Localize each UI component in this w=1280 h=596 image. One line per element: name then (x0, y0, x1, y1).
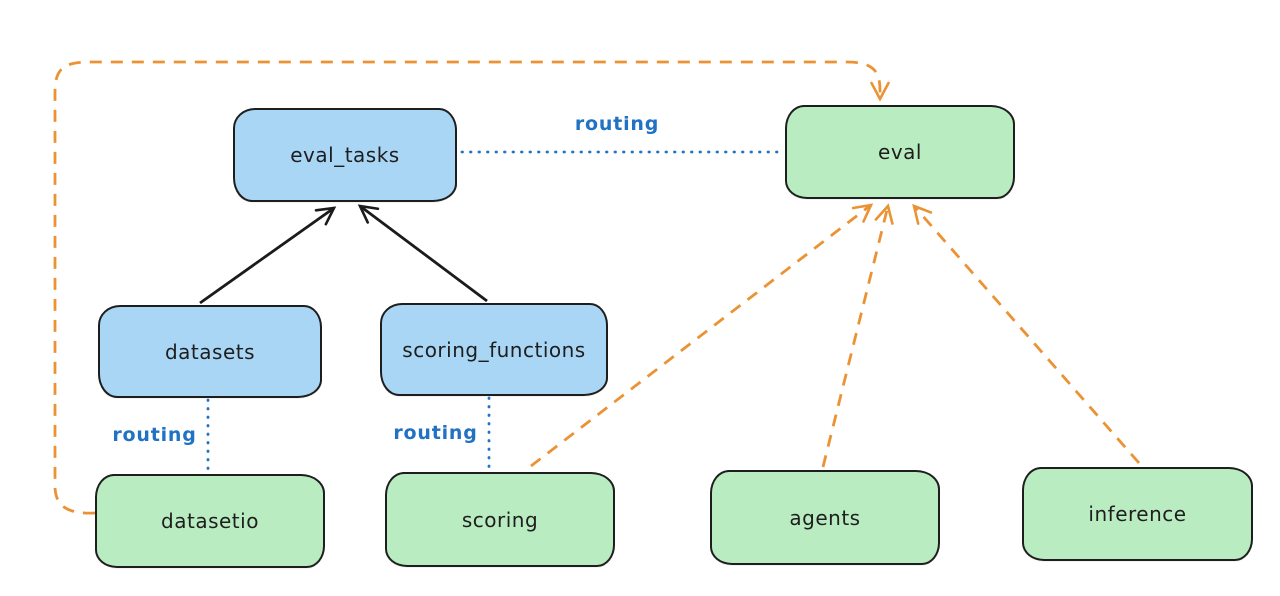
node-eval-label: eval (878, 140, 922, 164)
node-scoring-functions: scoring_functions (380, 303, 608, 396)
node-datasetio: datasetio (95, 474, 325, 568)
node-eval-tasks-label: eval_tasks (290, 143, 400, 167)
edge-agents-to-eval (821, 203, 894, 468)
node-agents: agents (710, 470, 940, 565)
edge-label-routing-datasets-datasetio: routing (112, 424, 197, 446)
edge-scoring-functions-to-eval-tasks (357, 204, 488, 303)
node-agents-label: agents (789, 505, 861, 530)
node-datasetio-label: datasetio (161, 509, 259, 533)
node-scoring: scoring (385, 472, 615, 567)
node-scoring-functions-label: scoring_functions (402, 337, 586, 362)
edge-label-routing-eval-tasks-eval: routing (574, 113, 660, 135)
edge-inference-to-eval (912, 203, 1141, 464)
edge-datasets-to-eval-tasks (199, 206, 337, 305)
node-scoring-label: scoring (461, 507, 539, 532)
node-inference-label: inference (1088, 502, 1187, 526)
edge-label-routing-scoring-functions-scoring: routing (393, 422, 478, 444)
node-inference: inference (1022, 467, 1253, 561)
node-eval-tasks: eval_tasks (233, 108, 457, 202)
node-eval: eval (785, 105, 1015, 199)
node-datasets: datasets (98, 305, 322, 398)
node-datasets-label: datasets (164, 339, 256, 364)
